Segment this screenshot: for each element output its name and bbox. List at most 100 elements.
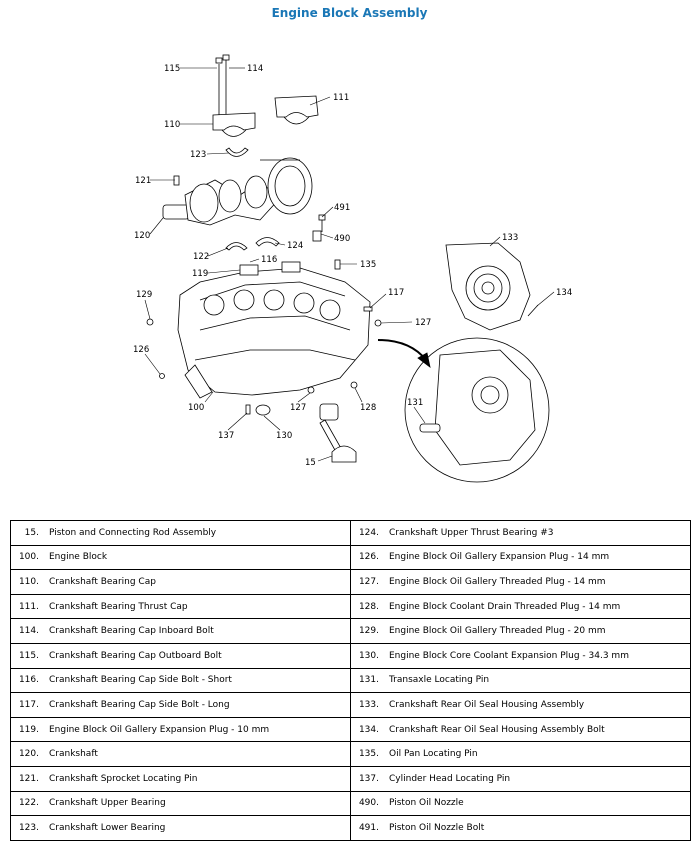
- legend-label: Engine Block: [49, 552, 108, 563]
- rear-seal-housing-illustration: [445, 242, 531, 331]
- engine-block-illustration: [177, 261, 371, 399]
- legend-cell: 491.Piston Oil Nozzle Bolt: [350, 815, 691, 841]
- legend-cell: 114. Crankshaft Bearing Cap Inboard Bolt: [10, 618, 351, 644]
- detail-arrow: [377, 339, 427, 361]
- legend-label: Transaxle Locating Pin: [389, 675, 490, 686]
- legend-label: Crankshaft Sprocket Locating Pin: [49, 773, 198, 784]
- oil-pan-pin-illustration: [334, 259, 341, 270]
- legend-cell: 128.Engine Block Coolant Drain Threaded …: [350, 593, 691, 620]
- callout-128: 128: [360, 403, 376, 413]
- legend-label: Crankshaft Bearing Thrust Cap: [49, 601, 188, 612]
- plug-130-illustration: [255, 404, 271, 416]
- pin-137-illustration: [245, 404, 251, 415]
- legend-cell: 127. Engine Block Oil Gallery Threaded Pl…: [350, 569, 691, 595]
- plug-128-illustration: [350, 381, 358, 389]
- legend-number: 135.: [358, 749, 379, 760]
- legend-label: Crankshaft Bearing Cap: [49, 576, 156, 587]
- legend-label: Oil Pan Locating Pin: [389, 749, 478, 760]
- bearing-cap-bolts-illustration: [215, 54, 230, 118]
- legend-label: Crankshaft Rear Oil Seal Housing Assembl…: [389, 724, 605, 735]
- legend-cell: 129. Engine Block Oil Gallery Threaded Pl…: [350, 618, 691, 644]
- bolt-117-illustration: [363, 306, 373, 312]
- plug-129-illustration: [146, 318, 154, 326]
- callout-133: 133: [502, 233, 518, 243]
- legend-number: 137.: [358, 773, 379, 784]
- crankshaft-illustration: [162, 157, 313, 226]
- callout-124: 124: [287, 241, 303, 251]
- legend-cell: 100. Engine Block: [10, 544, 351, 571]
- legend-row: 123. Crankshaft Lower Bearing 491.Piston O…: [10, 815, 691, 841]
- legend-number: 116.: [18, 675, 39, 686]
- legend-label: Piston and Connecting Rod Assembly: [49, 527, 217, 538]
- legend-label: Engine Block Oil Gallery Expansion Plug …: [389, 552, 610, 563]
- legend-number: 122.: [18, 798, 39, 809]
- legend-number: 111.: [18, 601, 39, 612]
- legend-row: 116. Crankshaft Bearing Cap Side Bolt - S…: [10, 667, 691, 694]
- legend-label: Cylinder Head Locating Pin: [389, 773, 511, 784]
- legend-cell: 124. Crankshaft Upper Thrust Bearing #3: [350, 520, 691, 546]
- legend-label: Engine Block Oil Gallery Threaded Plug -…: [389, 576, 606, 587]
- legend-row: 111. Crankshaft Bearing Thrust Cap 128.Eng…: [10, 593, 691, 620]
- callout-114: 114: [247, 64, 263, 74]
- legend-label: Piston Oil Nozzle Bolt: [389, 822, 485, 833]
- legend-row: 110. Crankshaft Bearing Cap 127. Engine Blo…: [10, 569, 691, 595]
- legend-cell: 131. Transaxle Locating Pin: [350, 667, 691, 694]
- callout-119: 119: [192, 269, 208, 279]
- callout-110: 110: [164, 120, 180, 130]
- callout-122: 122: [193, 252, 209, 262]
- legend-row: 121. Crankshaft Sprocket Locating Pin 137.…: [10, 765, 691, 792]
- legend-number: 114.: [18, 626, 39, 637]
- callout-134: 134: [556, 288, 572, 298]
- callout-129: 129: [136, 290, 152, 300]
- legend-number: 120.: [18, 749, 39, 760]
- legend-number: 123.: [18, 822, 39, 833]
- legend-number: 124.: [358, 527, 379, 538]
- legend-number: 134.: [358, 724, 379, 735]
- callout-127-lower: 127: [290, 403, 306, 413]
- oil-nozzle-illustration: [312, 214, 326, 242]
- legend-cell: 137. Cylinder Head Locating Pin: [350, 765, 691, 792]
- legend-cell: 115.Crankshaft Bearing Cap Outboard Bolt: [10, 642, 351, 669]
- legend-number: 133.: [358, 699, 379, 710]
- callout-490: 490: [334, 234, 350, 244]
- detail-view-illustration: [404, 337, 550, 483]
- callout-120: 120: [134, 231, 150, 241]
- legend-row: 119.Engine Block Oil Gallery Expansion P…: [10, 716, 691, 743]
- legend-cell: 116. Crankshaft Bearing Cap Side Bolt - S…: [10, 667, 351, 694]
- legend-number: 130.: [358, 650, 379, 661]
- callout-115: 115: [164, 64, 180, 74]
- legend-label: Crankshaft Upper Thrust Bearing #3: [389, 527, 554, 538]
- legend-label: Crankshaft Bearing Cap Side Bolt - Short: [49, 675, 232, 686]
- legend-number: 127.: [358, 576, 379, 587]
- legend-label: Engine Block Core Coolant Expansion Plug…: [389, 650, 629, 661]
- callout-130: 130: [276, 431, 292, 441]
- legend-number: 129.: [358, 626, 379, 637]
- legend-cell: 134. Crankshaft Rear Oil Seal Housing Ass…: [350, 716, 691, 743]
- upper-bearing-illustration: [225, 242, 248, 251]
- plug-126-illustration: [159, 373, 165, 379]
- legend-number: 100.: [18, 552, 39, 563]
- callout-117: 117: [388, 288, 404, 298]
- legend-cell: 122.Crankshaft Upper Bearing: [10, 790, 351, 817]
- legend-number: 110.: [18, 576, 39, 587]
- legend-label: Crankshaft Rear Oil Seal Housing Assembl…: [389, 699, 585, 710]
- legend-number: 121.: [18, 773, 39, 784]
- engine-block-diagram: 115 114 111 110 123 121 120 122 124 116 …: [133, 54, 572, 483]
- legend-label: Engine Block Oil Gallery Threaded Plug -…: [389, 626, 606, 637]
- page-title: Engine Block Assembly: [271, 6, 428, 20]
- legend-label: Crankshaft Lower Bearing: [49, 822, 166, 833]
- thrust-bearing-illustration: [255, 237, 280, 247]
- legend-label: Crankshaft Bearing Cap Side Bolt - Long: [49, 699, 230, 710]
- callout-126: 126: [133, 345, 149, 355]
- legend-number: 131.: [358, 675, 379, 686]
- legend-cell: 117.Crankshaft Bearing Cap Side Bolt - L…: [10, 692, 351, 718]
- piston-rod-illustration: [319, 403, 357, 463]
- plug-127-lower-illustration: [307, 386, 315, 394]
- legend-cell: 111. Crankshaft Bearing Thrust Cap: [10, 593, 351, 620]
- legend-label: Crankshaft Bearing Cap Inboard Bolt: [49, 626, 214, 637]
- callout-15: 15: [305, 458, 316, 468]
- legend-cell: 110. Crankshaft Bearing Cap: [10, 569, 351, 595]
